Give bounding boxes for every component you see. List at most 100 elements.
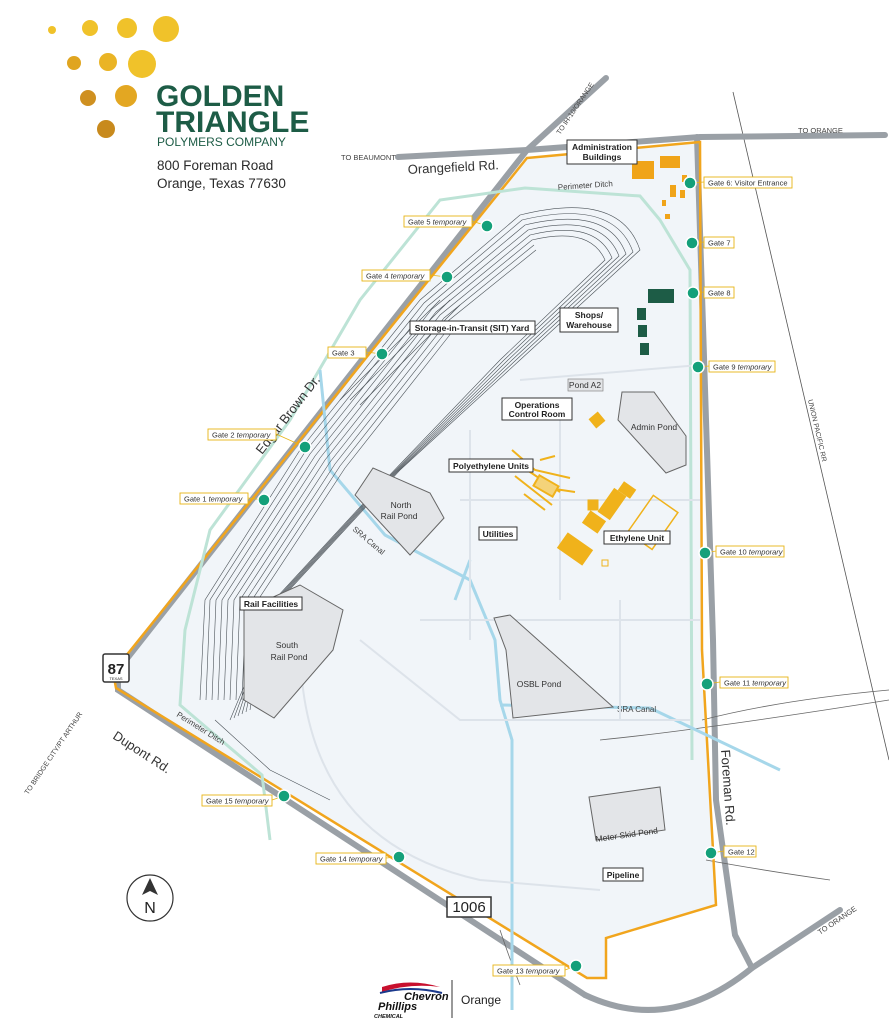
address-line1: 800 Foreman Road — [157, 158, 273, 173]
area-label-polyethylene: Polyethylene Units — [448, 458, 534, 473]
internal-roads — [299, 364, 701, 891]
gate-marker-icon — [392, 850, 406, 864]
gate-3: Gate 3 — [327, 346, 389, 361]
gate-name: Gate 10 — [720, 547, 747, 556]
gate-6: Gate 6: Visitor Entrance — [683, 176, 793, 190]
gate-note: temporary — [235, 430, 272, 439]
gate-note: temporary — [736, 362, 773, 371]
gate-label-box — [703, 286, 735, 299]
gate-note: temporary — [389, 271, 426, 280]
gate-name: Gate 6: Visitor Entrance — [708, 178, 788, 187]
gate-label-box — [327, 346, 367, 359]
area-label-operations: Operations Control Room — [501, 397, 573, 421]
gate-marker-icon — [691, 360, 705, 374]
gate-12: Gate 12 — [704, 845, 757, 860]
to-orange-top-label: TO ORANGE — [798, 126, 843, 135]
address-line2: Orange, Texas 77630 — [157, 176, 286, 191]
gate-label: Gate 9 temporary — [713, 362, 773, 371]
site-area — [113, 142, 716, 978]
admin-buildings — [632, 156, 687, 219]
gate-label-box — [207, 428, 277, 441]
railroad-line — [732, 91, 889, 761]
gate-15: Gate 15 temporary — [201, 789, 291, 807]
area-label-utilities: Utilities — [478, 526, 518, 541]
gate-name: Gate 11 — [724, 678, 750, 687]
brand-name-line2: TRIANGLE — [156, 106, 309, 139]
gate-note: temporary — [747, 547, 784, 556]
fm1006-shield: 1006 — [446, 896, 492, 918]
area-label-pond-a2: Pond A2 — [567, 378, 604, 392]
compass-letter: N — [144, 900, 156, 917]
gate-note: temporary — [207, 494, 244, 503]
gate-note: temporary — [750, 678, 787, 687]
ponds — [243, 391, 687, 841]
ethylene-label: Ethylene Unit — [610, 533, 664, 543]
pond-a2-label: Pond A2 — [569, 380, 601, 390]
gate-label: Gate 13 temporary — [497, 966, 561, 975]
gate-name: Gate 7 — [708, 238, 731, 247]
operations-control-room — [588, 411, 606, 429]
foreman-road-label: Foreman Rd. — [718, 749, 738, 826]
gate-label: Gate 14 temporary — [320, 854, 384, 863]
polyethylene-units — [511, 449, 576, 511]
north-pond-label-1: North — [391, 500, 412, 510]
gate-label: Gate 10 temporary — [720, 547, 784, 556]
to-ih10-label: TO IH-10/ORANGE — [556, 81, 596, 136]
gate-13: Gate 13 temporary — [492, 959, 583, 977]
gate-label-box — [492, 964, 566, 977]
gate-marker-icon — [683, 176, 697, 190]
gate-label-box — [361, 269, 431, 282]
gate-11: Gate 11 temporary — [700, 676, 789, 691]
secondary-roads — [499, 689, 889, 986]
gate-label-box — [715, 545, 785, 558]
gate-8: Gate 8 — [686, 286, 735, 300]
gate-marker-icon — [685, 236, 699, 250]
gate-label-box — [315, 852, 387, 865]
gate-name: Gate 4 — [366, 271, 389, 280]
north-arrow-icon — [142, 878, 158, 895]
gate-marker-icon — [277, 789, 291, 803]
gate-label: Gate 12 — [728, 847, 755, 856]
orangefield-road-label: Orangefield Rd. — [407, 157, 499, 177]
union-pacific-label: UNION PACIFIC RR — [806, 399, 827, 463]
gate-marker-icon — [257, 493, 271, 507]
area-label-sit-yard: Storage-in-Transit (SIT) Yard — [409, 320, 536, 335]
pipeline-label: Pipeline — [607, 870, 640, 880]
gate-note: temporary — [431, 217, 468, 226]
admin-buildings-label-2: Buildings — [583, 152, 622, 162]
logo-line1: Chevron — [404, 991, 449, 1003]
gate-9: Gate 9 temporary — [691, 360, 776, 374]
admin-buildings-label-1: Administration — [572, 142, 632, 152]
gate-label: Gate 3 — [332, 348, 355, 357]
gate-name: Gate 14 — [320, 854, 347, 863]
gate-10: Gate 10 temporary — [698, 545, 785, 560]
gate-2: Gate 2 temporary — [207, 428, 312, 454]
gate-note: temporary — [233, 796, 270, 805]
area-label-admin-buildings: Administration Buildings — [566, 139, 638, 165]
gate-label-box — [703, 176, 793, 189]
sit-yard-label: Storage-in-Transit (SIT) Yard — [415, 323, 530, 333]
gate-marker-icon — [704, 846, 718, 860]
operations-label-1: Operations — [515, 400, 560, 410]
gate-name: Gate 3 — [332, 348, 355, 357]
gate-label-box — [723, 845, 757, 858]
logo-dots — [48, 16, 179, 138]
logo-line2: Phillips — [378, 1001, 417, 1013]
gate-name: Gate 2 — [212, 430, 235, 439]
gate-label: Gate 8 — [708, 288, 731, 297]
utilities-label: Utilities — [483, 529, 514, 539]
gate-note: temporary — [524, 966, 561, 975]
operations-label-2: Control Room — [509, 409, 566, 419]
gate-note: temporary — [347, 854, 384, 863]
gate-label-box — [708, 360, 776, 373]
brand-name-line1: GOLDEN — [156, 80, 284, 113]
gate-name: Gate 5 — [408, 217, 431, 226]
hwy87-state: TEXAS — [109, 676, 122, 681]
gate-1: Gate 1 temporary — [179, 492, 271, 507]
gate-name: Gate 8 — [708, 288, 731, 297]
gate-name: Gate 9 — [713, 362, 736, 371]
gate-label: Gate 2 temporary — [212, 430, 272, 439]
logo-line3: CHEMICAL — [374, 1014, 404, 1020]
to-bridge-city-label: TO BRIDGE CITY/PT ARTHUR — [24, 711, 84, 796]
